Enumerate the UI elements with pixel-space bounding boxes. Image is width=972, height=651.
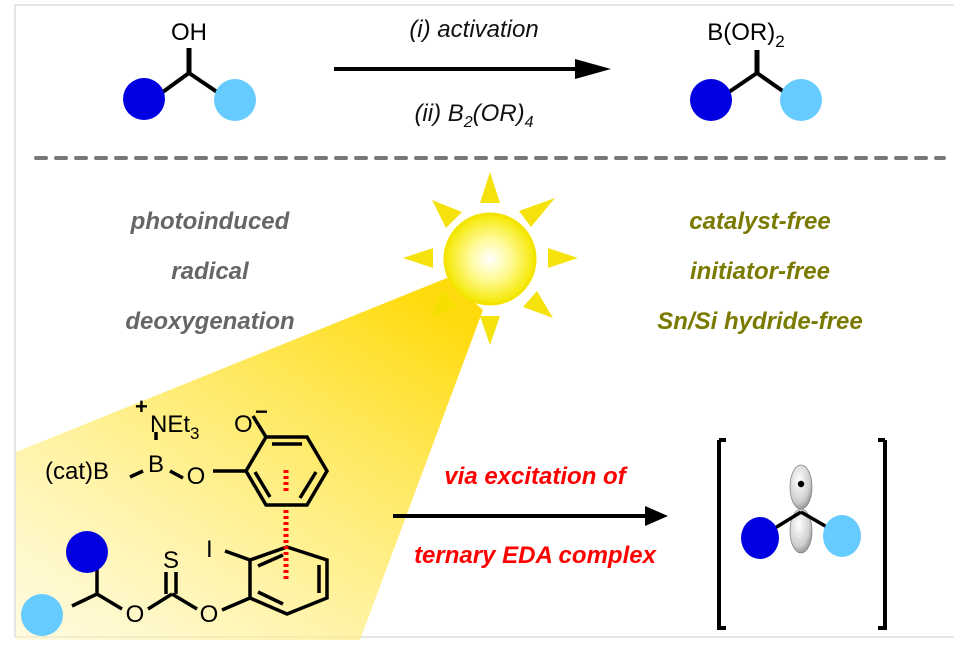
boron-label: B [148, 451, 164, 478]
feature-hydride-free: Sn/Si hydride-free [657, 308, 863, 335]
ester-oxygen-2-label: O [200, 601, 219, 628]
oxygen-bridge-label: O [187, 463, 206, 490]
dark-blue-substituent [690, 79, 732, 121]
alkyl-radical-intermediate [717, 438, 887, 630]
p-orbital-lower-lobe [789, 508, 813, 554]
condition-activation: (i) activation [409, 16, 539, 43]
bottom-reaction-arrow [393, 506, 668, 526]
ester-oxygen-1-label: O [126, 601, 145, 628]
dark-blue-substituent [123, 78, 165, 120]
arrowhead [645, 506, 668, 526]
plus-charge: + [135, 394, 148, 419]
feature-catalyst-free: catalyst-free [689, 208, 831, 235]
feature-initiator-free: initiator-free [689, 258, 830, 285]
bond-left [158, 71, 191, 96]
hydroxyl-label: OH [171, 19, 207, 46]
radical-electron-dot [797, 480, 805, 488]
light-blue-substituent [780, 79, 822, 121]
phenoxide-oxygen-label: O [234, 411, 253, 438]
minus-charge: − [255, 399, 268, 424]
condition-diboron: (ii) B2(OR)4 [414, 100, 534, 131]
sun-icon [403, 172, 578, 345]
figure-frame [14, 4, 954, 638]
right-bracket [878, 438, 887, 630]
dark-blue-substituent [66, 531, 108, 573]
eda-complex-structure [71, 415, 330, 616]
iodine-label: I [206, 536, 213, 563]
condition-eda-complex: ternary EDA complex [414, 542, 656, 569]
light-blue-substituent [823, 515, 861, 557]
thione-sulfur-label: S [163, 547, 179, 574]
dark-blue-substituent [741, 517, 779, 559]
product-boronate: B(OR)2 [690, 19, 822, 121]
reactant-alcohol: OH [123, 19, 256, 121]
feature-deoxygenation: deoxygenation [125, 308, 295, 335]
feature-radical: radical [171, 258, 249, 285]
left-bracket [717, 438, 726, 630]
ammonium-label: NEt3 [150, 411, 199, 443]
light-blue-substituent [21, 594, 63, 636]
bond-right [187, 71, 222, 96]
light-blue-substituent [214, 79, 256, 121]
condition-excitation: via excitation of [444, 463, 626, 490]
light-beam [16, 278, 483, 640]
arrowhead [575, 59, 611, 79]
cat-boron-label: (cat)B [45, 458, 109, 485]
top-reaction-arrow [334, 59, 611, 79]
boronate-label: B(OR)2 [707, 19, 784, 51]
feature-photoinduced: photoinduced [130, 208, 290, 235]
